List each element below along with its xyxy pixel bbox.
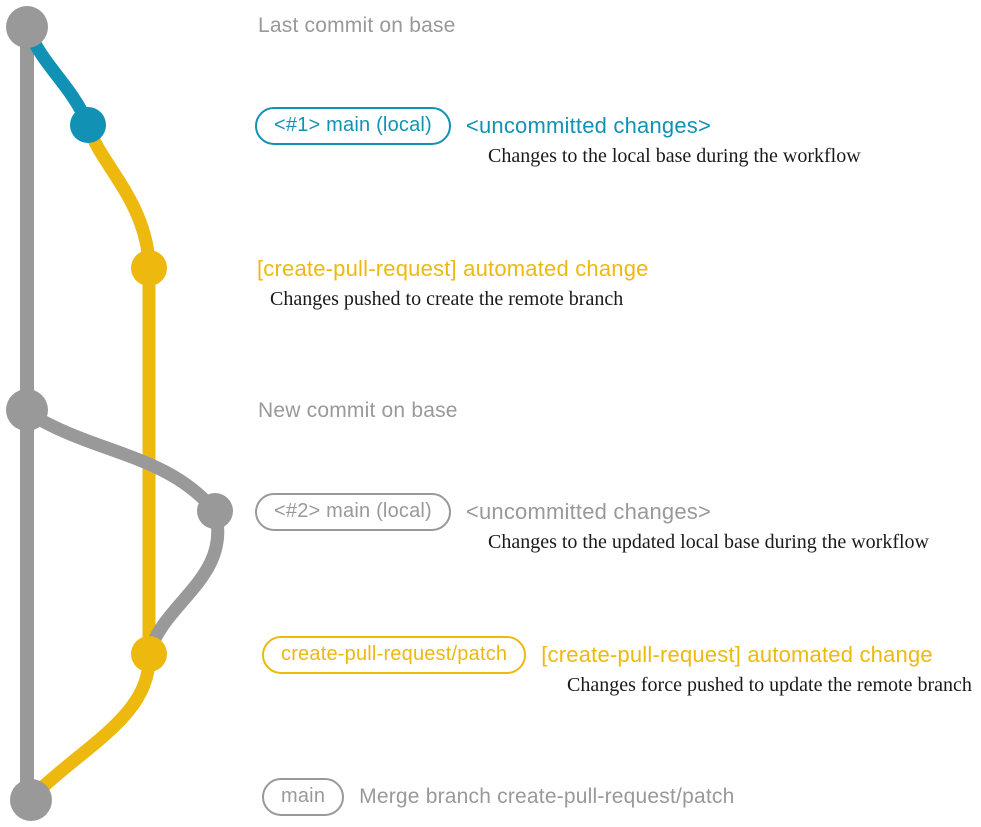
local-main-2-description: Changes to the updated local base during…	[488, 531, 929, 553]
merge-commit-label: Merge branch create-pull-request/patch	[359, 785, 735, 808]
automated-change-label-2: [create-pull-request] automated change	[541, 642, 933, 667]
uncommitted-changes-label-2: <uncommitted changes>	[465, 499, 712, 524]
remote-branch-created-node	[131, 250, 167, 286]
remote-branch-create-edge	[81, 118, 156, 271]
main-local-2-badge: <#2> main (local)	[255, 493, 451, 531]
local-main-commit-1-node	[70, 107, 106, 143]
remote-branch-updated-node	[131, 636, 167, 672]
automated-change-description-2: Changes force pushed to update the remot…	[567, 674, 972, 696]
remote-branch-update-edge	[144, 504, 225, 655]
local-main-1-row: <#1> main (local) <uncommitted changes>	[255, 107, 711, 145]
local-main-1-description: Changes to the local base during the wor…	[488, 145, 861, 167]
main-local-1-badge: <#1> main (local)	[255, 107, 451, 145]
merge-row: main Merge branch create-pull-request/pa…	[262, 778, 734, 816]
automated-change-label-1: [create-pull-request] automated change	[257, 256, 649, 281]
local-main-2-row: <#2> main (local) <uncommitted changes>	[255, 493, 711, 531]
automated-change-description-1: Changes pushed to create the remote bran…	[270, 288, 624, 310]
merge-edge	[25, 647, 156, 804]
patch-branch-row: create-pull-request/patch [create-pull-r…	[262, 636, 933, 674]
last-commit-on-base-node	[6, 6, 48, 48]
new-commit-label: New commit on base	[258, 399, 458, 422]
main-badge: main	[262, 778, 345, 816]
patch-branch-badge: create-pull-request/patch	[262, 636, 527, 674]
merge-commit-node	[10, 779, 52, 821]
last-commit-label: Last commit on base	[258, 14, 456, 37]
uncommitted-changes-label-1: <uncommitted changes>	[465, 113, 712, 138]
new-commit-on-base-node	[6, 389, 48, 431]
local-main-edge-2	[20, 405, 222, 518]
local-main-commit-2-node	[197, 493, 233, 529]
